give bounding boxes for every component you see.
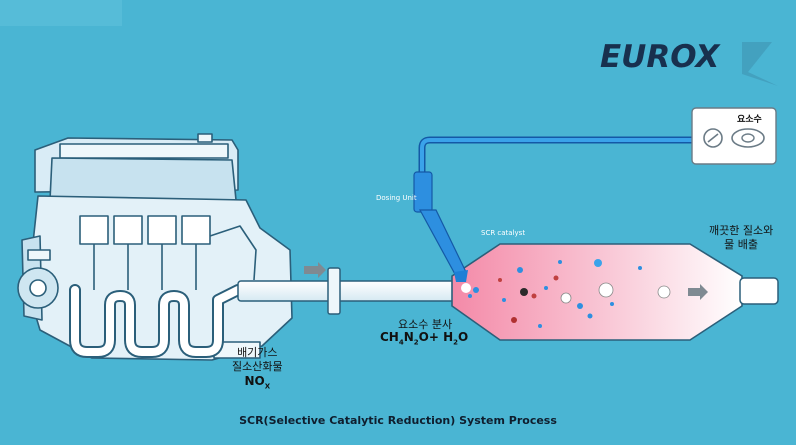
nox-main: NO [244,374,265,388]
formula-sub-2a: 2 [413,338,419,347]
urea-spray-label: 요소수 분사 [398,318,453,331]
nox-label: NOX [232,374,283,393]
scr-catalyst-body [451,243,779,341]
clean-output-line2: 물 배출 [724,238,759,251]
scr-catalyst-label: SCR catalyst [481,229,526,237]
catalyst-particles [461,259,671,328]
urea-tank-label: 요소수 [737,115,762,125]
exhaust-line2: 질소산화물 [232,360,283,373]
flow-arrow-icon [304,262,326,278]
urea-feed-line [418,136,694,180]
engine-illustration [17,133,293,361]
formula-ch: CH [380,330,399,344]
formula-n: N [403,330,414,344]
exhaust-gas-label: 배기가스 질소산화물 NOX [232,346,283,393]
exhaust-manifold [69,284,306,358]
formula-o-plus-h: O+ H [418,330,454,344]
svg-text:EUROX: EUROX [600,39,721,75]
exhaust-pipe [237,262,455,315]
formula-o: O [458,330,469,344]
outlet-arrow-icon [688,284,708,300]
diagram-caption: SCR(Selective Catalytic Reduction) Syste… [239,414,557,427]
dosing-unit [413,171,468,282]
urea-tank [691,107,777,165]
formula-sub-4: 4 [398,338,404,347]
dosing-unit-label: Dosing Unit [376,194,417,202]
formula-sub-2b: 2 [453,338,459,347]
exhaust-line1: 배기가스 [237,346,278,359]
clean-output-line1: 깨끗한 질소와 [709,224,774,237]
eurox-logo: EUROX [600,39,778,86]
clean-output-label: 깨끗한 질소와 물 배출 [709,224,773,252]
urea-formula: CH4N2O+ H2O [380,330,468,346]
nox-sub: X [264,382,271,391]
background-patch [0,0,122,26]
tank-cap-icon [731,128,765,148]
